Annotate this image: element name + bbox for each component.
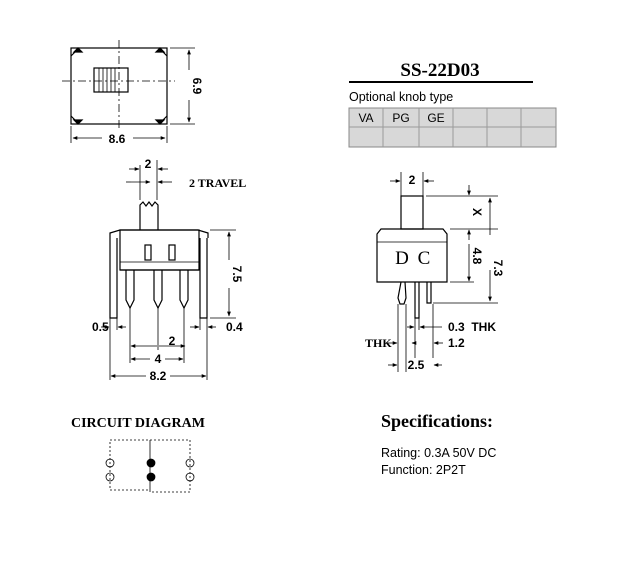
terminal-2 [146,458,156,468]
end-view-body [376,228,448,283]
end-top-width-label: 2 [409,173,416,187]
side-view [101,160,236,380]
pitch-bottom-label: 2 [169,334,176,348]
inner-span-label: 4 [155,352,162,366]
rating-text: Rating: 0.3A 50V DC [381,446,496,460]
knob-type-label: Optional knob type [349,90,453,104]
knob-option-pg: PG [392,111,409,125]
top-height-label: 6.9 [190,78,204,95]
thk-left-label: THK [365,336,392,350]
terminal-6 [185,472,195,482]
end-height-outer-label: 7.3 [491,260,505,277]
function-text: Function: 2P2T [381,463,466,477]
knob-option-ge: GE [427,111,444,125]
pin-gap-label: 1.2 [448,336,465,350]
travel-label: 2 TRAVEL [189,176,246,190]
circuit-diagram-title: CIRCUIT DIAGRAM [71,416,205,431]
thk-right-label: 0.3 THK [448,320,496,334]
specifications-title: Specifications: [381,411,493,431]
terminal-4 [105,472,115,482]
top-view [62,40,195,143]
circuit-diagram [105,439,195,493]
top-width-label: 8.6 [109,132,126,146]
body-letter-d: D [395,248,409,269]
side-height-label: 7.5 [230,266,244,283]
end-view [376,172,498,372]
base-width-label: 2.5 [408,358,425,372]
total-width-label: 8.2 [150,369,167,383]
terminal-5 [146,472,156,482]
knob-type-table: VA PG GE [348,107,557,148]
left-pin-label: 0.5 [92,320,109,334]
terminal-3 [185,458,195,468]
side-pitch-top-label: 2 [145,157,152,171]
side-view-body [119,229,200,271]
part-number-title: SS-22D03 [400,60,479,81]
right-pin-label: 0.4 [226,320,243,334]
knob-option-va: VA [358,111,373,125]
end-height-inner-label: 4.8 [470,248,484,265]
terminal-1 [105,458,115,468]
body-letter-c: C [418,248,431,269]
end-x-label: X [470,208,484,216]
